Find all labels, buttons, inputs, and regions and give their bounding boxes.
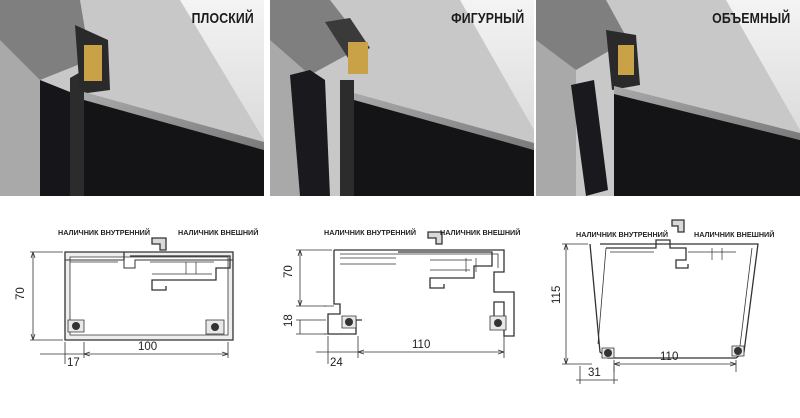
door-illustration-flat <box>0 0 264 196</box>
profile-section-volumetric: НАЛИЧНИК ВНУТРЕННИЙ НАЛИЧНИК ВНЕШНИЙ 115… <box>551 219 774 384</box>
label-outer-trim: НАЛИЧНИК ВНЕШНИЙ <box>440 228 520 237</box>
label-outer-trim: НАЛИЧНИК ВНЕШНИЙ <box>694 230 774 239</box>
dim-offset: 31 <box>588 367 601 379</box>
label-inner-trim: НАЛИЧНИК ВНУТРЕННИЙ <box>324 228 416 237</box>
panel-title-volumetric: ОБЪЕМНЫЙ <box>711 10 790 27</box>
panel-flat: ПЛОСКИЙ <box>0 0 264 196</box>
dim-step: 18 <box>283 314 295 327</box>
profile-drawing-flat: НАЛИЧНИК ВНУТРЕННИЙ НАЛИЧНИК ВНЕШНИЙ 70 … <box>0 204 266 418</box>
panel-figured: ФИГУРНЫЙ <box>270 0 534 196</box>
door-illustration-figured <box>270 0 534 196</box>
profile-drawing-figured: НАЛИЧНИК ВНУТРЕННИЙ НАЛИЧНИК ВНЕШНИЙ 70 … <box>266 204 536 418</box>
door-illustration-volumetric <box>536 0 800 196</box>
dim-width: 110 <box>660 351 678 363</box>
dim-width: 110 <box>412 339 430 351</box>
panel-title-flat: ПЛОСКИЙ <box>191 10 254 27</box>
profile-drawing-volumetric: НАЛИЧНИК ВНУТРЕННИЙ НАЛИЧНИК ВНЕШНИЙ 115… <box>536 204 800 418</box>
dim-height: 70 <box>283 265 295 278</box>
label-inner-trim: НАЛИЧНИК ВНУТРЕННИЙ <box>576 230 668 239</box>
panel-volumetric: ОБЪЕМНЫЙ <box>536 0 800 196</box>
dim-width: 100 <box>138 341 157 353</box>
label-inner-trim: НАЛИЧНИК ВНУТРЕННИЙ <box>58 228 150 237</box>
profile-section-flat: НАЛИЧНИК ВНУТРЕННИЙ НАЛИЧНИК ВНЕШНИЙ 70 … <box>15 228 258 369</box>
dim-height: 115 <box>551 286 563 304</box>
label-outer-trim: НАЛИЧНИК ВНЕШНИЙ <box>178 228 258 237</box>
dim-height: 70 <box>15 287 27 300</box>
panel-title-figured: ФИГУРНЫЙ <box>450 10 524 27</box>
dim-offset: 17 <box>67 357 80 369</box>
profile-section-figured: НАЛИЧНИК ВНУТРЕННИЙ НАЛИЧНИК ВНЕШНИЙ 70 … <box>283 228 520 369</box>
dim-offset: 24 <box>330 357 343 369</box>
